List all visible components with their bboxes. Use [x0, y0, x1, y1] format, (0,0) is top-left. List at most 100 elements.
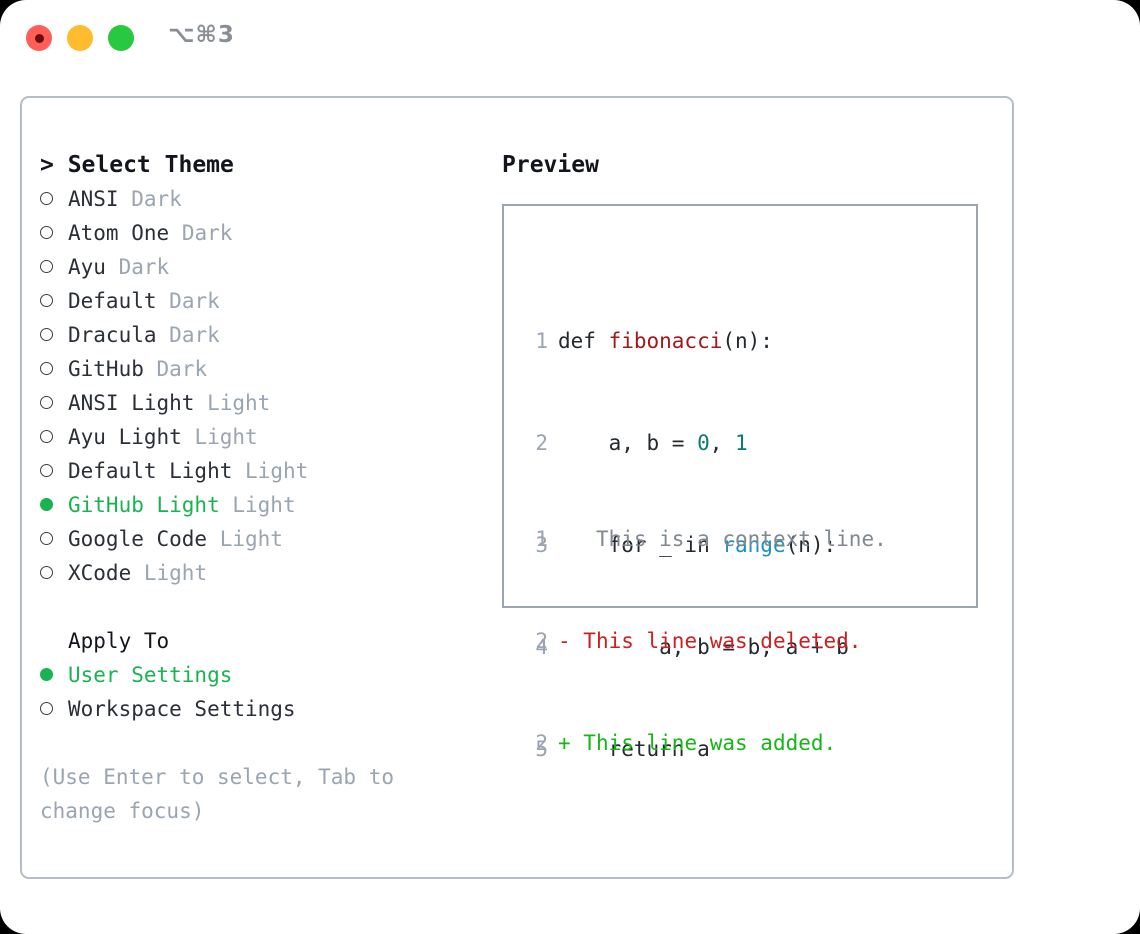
theme-option-default-light[interactable]: Default Light Light [40, 454, 490, 488]
theme-option-tag: Light [245, 459, 309, 483]
code-token-builtin: range [722, 533, 786, 557]
select-theme-header: > Select Theme [40, 152, 234, 178]
radio-icon [40, 566, 53, 579]
code-token: a, b = b, a + b [558, 635, 849, 659]
diff-sign [558, 527, 571, 551]
theme-option-tag: Dark [169, 323, 220, 347]
radio-icon [40, 192, 53, 205]
theme-option-tag: Dark [156, 357, 208, 381]
theme-option-xcode[interactable]: XCode Light [40, 556, 490, 590]
diff-text: This line was added. [570, 731, 837, 755]
theme-option-label: ANSI [68, 187, 119, 211]
theme-option-github-light[interactable]: GitHub Light Light [40, 488, 490, 522]
theme-option-tag: Dark [181, 221, 233, 245]
line-number: 1 [535, 527, 548, 551]
line-number: 2 [535, 629, 548, 653]
radio-icon [40, 396, 53, 409]
theme-option-tag: Dark [118, 255, 170, 279]
theme-option-ansi[interactable]: ANSI Dark [40, 182, 490, 216]
list-spacer [40, 590, 490, 624]
theme-option-label: ANSI Light [68, 391, 195, 415]
maximize-window-button[interactable] [108, 25, 134, 51]
radio-selected-icon [40, 668, 53, 681]
theme-option-label: Dracula [68, 323, 157, 347]
theme-option-google-code[interactable]: Google Code Light [40, 522, 490, 556]
theme-option-list: ANSI Dark Atom One Dark Ayu Dark Default… [40, 182, 490, 590]
code-line: 4 a, b = b, a + b [524, 630, 849, 664]
panel-content: > Select Theme ANSI Dark Atom One Dark A… [22, 98, 1012, 877]
theme-option-label: Ayu Light [68, 425, 182, 449]
code-token: a, b = [558, 431, 698, 455]
theme-option-label: Atom One [68, 221, 170, 245]
theme-option-tag: Dark [169, 289, 220, 313]
apply-to-option-label: Workspace Settings [68, 697, 296, 721]
code-line: 2 a, b = 0, 1 [524, 426, 849, 460]
code-token: for _ in [558, 533, 723, 557]
diff-text: This is a context line. [570, 527, 887, 551]
theme-option-label: XCode [68, 561, 132, 585]
minimize-window-button[interactable] [67, 25, 93, 51]
theme-option-tag: Light [219, 527, 283, 551]
title-bar: ⌥⌘3 [0, 0, 1140, 78]
radio-icon [40, 464, 53, 477]
hint-spacer [40, 726, 490, 760]
code-token: , [709, 431, 736, 455]
radio-icon [40, 362, 53, 375]
radio-icon [40, 702, 53, 715]
code-token-function: fibonacci [608, 329, 723, 353]
theme-option-ayu-light[interactable]: Ayu Light Light [40, 420, 490, 454]
diff-sign: + [558, 731, 571, 755]
theme-option-label: GitHub Light [68, 493, 220, 517]
apply-to-option-label: User Settings [68, 663, 233, 687]
close-window-button[interactable] [26, 25, 52, 51]
diff-line-added: 2 + This line was added. [524, 726, 887, 760]
diff-sign: - [558, 629, 571, 653]
radio-icon [40, 328, 53, 341]
apply-to-user-settings[interactable]: User Settings [40, 658, 490, 692]
theme-option-tag: Light [232, 493, 296, 517]
radio-icon [40, 260, 53, 273]
theme-option-default[interactable]: Default Dark [40, 284, 490, 318]
theme-option-label: Default Light [68, 459, 233, 483]
diff-line-context: 1 This is a context line. [524, 522, 887, 556]
line-number: 1 [535, 329, 548, 353]
line-number: 5 [535, 737, 548, 761]
theme-option-label: GitHub [68, 357, 144, 381]
diff-line-deleted: 2- This line was deleted. [524, 624, 887, 658]
theme-option-label: Ayu [68, 255, 106, 279]
code-line: 1 def fibonacci(n): [524, 324, 849, 358]
theme-option-ansi-light[interactable]: ANSI Light Light [40, 386, 490, 420]
diff-text: This line was deleted. [570, 629, 862, 653]
theme-option-github[interactable]: GitHub Dark [40, 352, 490, 386]
main-panel: > Select Theme ANSI Dark Atom One Dark A… [20, 96, 1014, 879]
code-line: 3 for _ in range(n): [524, 528, 849, 562]
radio-icon [40, 294, 53, 307]
theme-option-ayu[interactable]: Ayu Dark [40, 250, 490, 284]
apply-to-workspace-settings[interactable]: Workspace Settings [40, 692, 490, 726]
radio-icon [40, 226, 53, 239]
keyboard-hint-text: (Use Enter to select, Tab to change focu… [40, 765, 395, 823]
theme-option-tag: Light [207, 391, 271, 415]
code-token: (n): [722, 329, 773, 353]
theme-selector-column: > Select Theme ANSI Dark Atom One Dark A… [40, 148, 490, 828]
line-number: 4 [535, 635, 548, 659]
theme-option-label: Default [68, 289, 157, 313]
radio-selected-icon [40, 498, 53, 511]
theme-option-atom-one[interactable]: Atom One Dark [40, 216, 490, 250]
line-number: 2 [535, 731, 548, 755]
diff-sample: 1 This is a context line. 2- This line w… [524, 454, 887, 828]
theme-option-tag: Light [194, 425, 258, 449]
theme-option-dracula[interactable]: Dracula Dark [40, 318, 490, 352]
code-token: def [558, 329, 609, 353]
line-number: 2 [535, 431, 548, 455]
code-token: (n): [785, 533, 837, 557]
code-token-number: 0 [697, 431, 710, 455]
keyboard-shortcut-label: ⌥⌘3 [168, 22, 235, 48]
code-token: return a [558, 737, 710, 761]
theme-option-label: Google Code [68, 527, 208, 551]
apply-to-header: Apply To [68, 629, 170, 653]
radio-icon [40, 430, 53, 443]
